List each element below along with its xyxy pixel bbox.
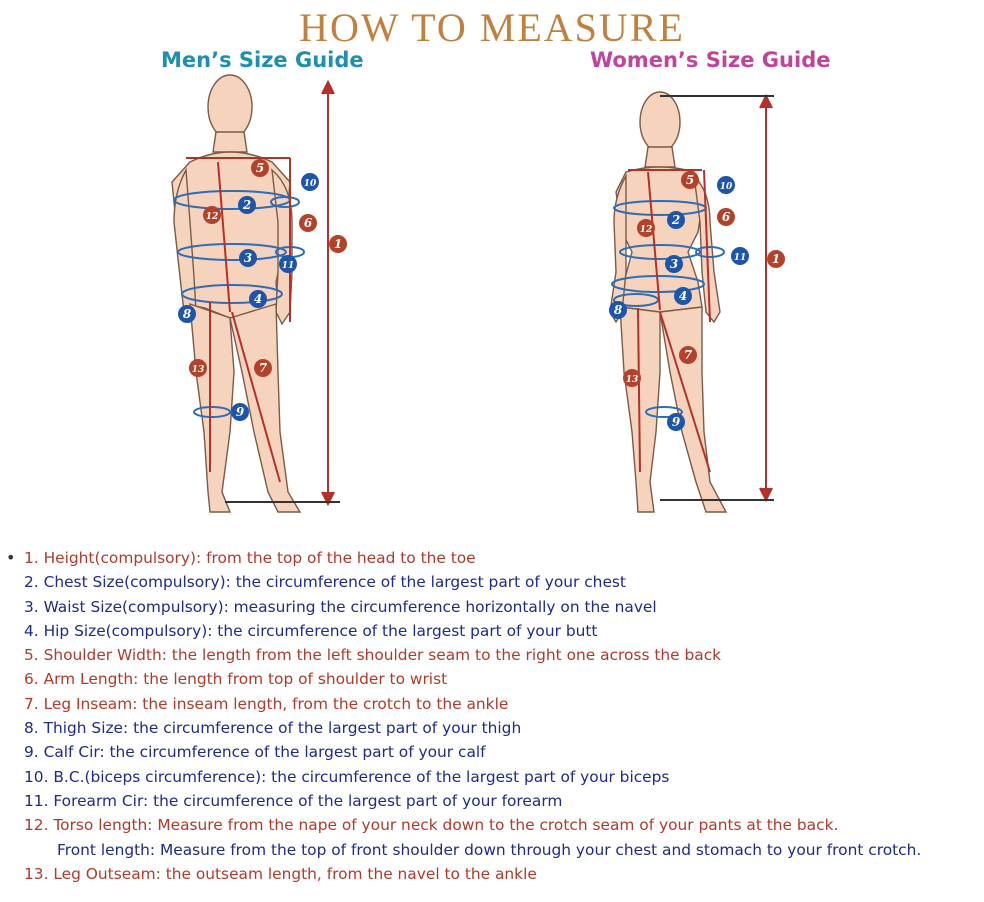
mens-body-figure: 1 2 3 4 5 6 7 8 9 10 11 12 13	[150, 72, 380, 527]
svg-text:7: 7	[684, 348, 693, 362]
svg-text:9: 9	[672, 415, 681, 429]
instruction-item: 12. Torso length: Measure from the nape …	[24, 816, 839, 835]
mens-size-guide-label: Men’s Size Guide	[161, 48, 364, 72]
svg-text:3: 3	[670, 257, 678, 271]
svg-text:5: 5	[256, 161, 264, 175]
svg-text:12: 12	[640, 225, 653, 235]
instruction-item: Front length: Measure from the top of fr…	[57, 840, 922, 859]
mens-badges: 1 2 3 4 5 6 7 8 9 10 11 12 13	[178, 159, 347, 421]
mens-chest-tape	[173, 190, 305, 418]
svg-text:6: 6	[304, 216, 313, 230]
instruction-item: 7. Leg Inseam: the inseam length, from t…	[24, 694, 509, 713]
svg-text:11: 11	[282, 261, 295, 271]
instruction-item: 6. Arm Length: the length from top of sh…	[24, 670, 448, 689]
measurement-instructions: • 1. Height(compulsory): from the top of…	[6, 546, 974, 886]
svg-text:12: 12	[206, 212, 219, 222]
svg-text:10: 10	[720, 182, 733, 192]
instruction-item: 3. Waist Size(compulsory): measuring the…	[24, 597, 657, 616]
mens-body-illustration	[171, 74, 302, 513]
svg-text:7: 7	[259, 361, 268, 375]
list-bullet: •	[6, 548, 16, 567]
womens-body-figure: 1 2 3 4 5 6 7 8 9 10 11 12 13	[580, 72, 800, 522]
instruction-item: 10. B.C.(biceps circumference): the circ…	[24, 767, 670, 786]
svg-text:13: 13	[626, 375, 639, 385]
svg-text:10: 10	[304, 179, 317, 189]
womens-length-lines	[637, 169, 711, 473]
svg-text:5: 5	[686, 173, 694, 187]
instruction-item: 9. Calf Cir: the circumference of the la…	[24, 743, 486, 762]
instruction-item: 13. Leg Outseam: the outseam length, fro…	[24, 864, 537, 883]
womens-size-guide-label: Women’s Size Guide	[590, 48, 831, 72]
mens-length-lines	[209, 158, 291, 483]
instruction-item: 5. Shoulder Width: the length from the l…	[24, 646, 722, 665]
svg-text:13: 13	[192, 365, 205, 375]
svg-text:9: 9	[236, 405, 245, 419]
womens-height-arrow	[660, 93, 774, 503]
mens-height-arrow	[225, 79, 340, 507]
svg-text:6: 6	[722, 210, 731, 224]
svg-text:1: 1	[772, 252, 780, 266]
svg-text:8: 8	[183, 307, 192, 321]
page-title: HOW TO MEASURE	[299, 5, 685, 50]
instruction-item: 1. Height(compulsory): from the top of t…	[24, 549, 476, 567]
svg-text:4: 4	[679, 289, 687, 303]
instruction-item: 8. Thigh Size: the circumference of the …	[24, 719, 522, 738]
svg-text:2: 2	[242, 198, 251, 212]
svg-text:3: 3	[244, 251, 252, 265]
womens-body-illustration	[609, 91, 728, 513]
instruction-item: 4. Hip Size(compulsory): the circumferen…	[24, 621, 598, 640]
instruction-item: 11. Forearm Cir: the circumference of th…	[24, 791, 563, 810]
svg-text:8: 8	[614, 303, 623, 317]
womens-badges: 1 2 3 4 5 6 7 8 9 10 11 12 13	[609, 171, 785, 431]
svg-text:1: 1	[334, 237, 342, 251]
svg-text:11: 11	[734, 253, 747, 263]
instruction-item: 2. Chest Size(compulsory): the circumfer…	[24, 573, 626, 592]
svg-text:4: 4	[254, 292, 262, 306]
svg-text:2: 2	[671, 213, 680, 227]
